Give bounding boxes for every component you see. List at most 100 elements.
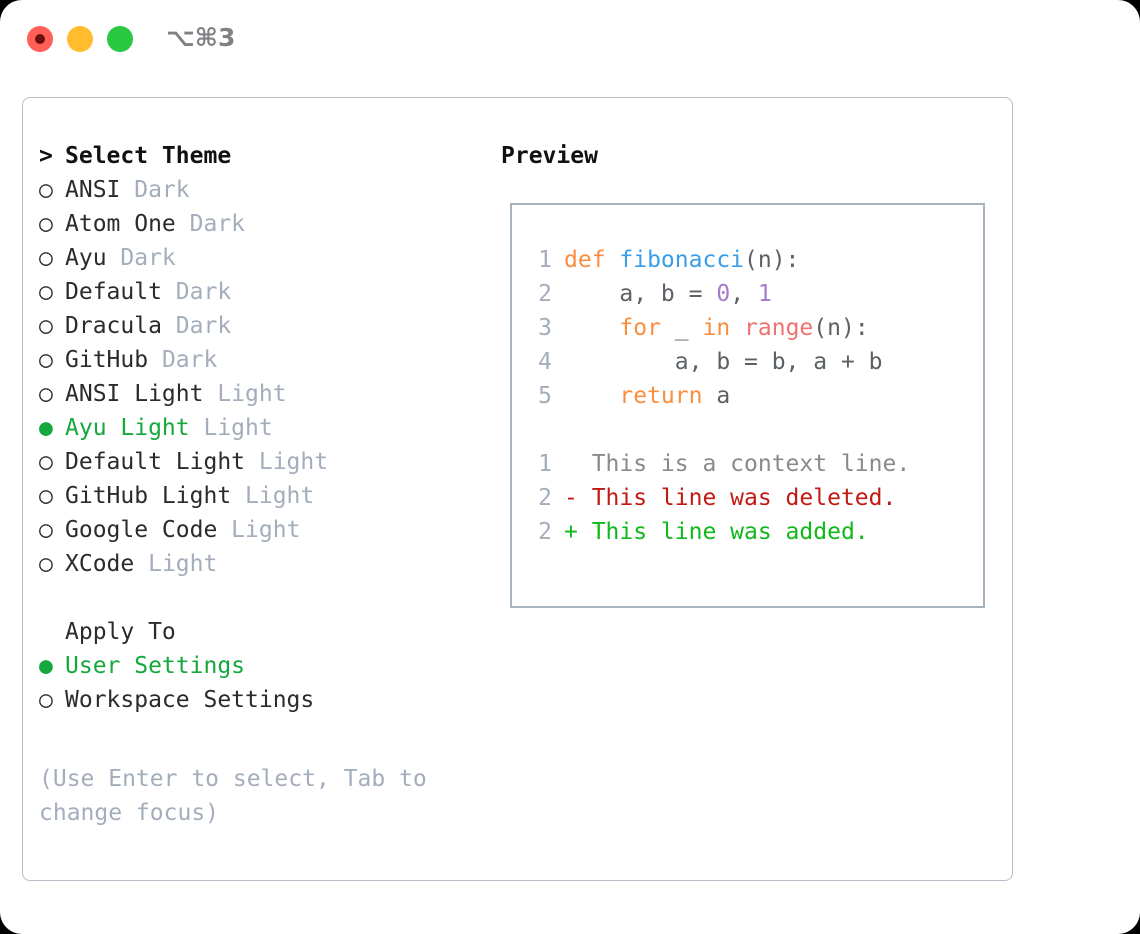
select-theme-heading: > Select Theme	[39, 139, 479, 173]
radio-unselected-icon: ○	[39, 517, 67, 543]
radio-unselected-icon: ○	[39, 551, 67, 577]
code-token: range	[744, 315, 814, 341]
apply-to-heading: Apply To	[39, 615, 479, 649]
diff-line-text: + This line was added.	[564, 519, 869, 545]
apply-to-heading-label: Apply To	[65, 619, 176, 645]
theme-option-ayu[interactable]: ○ Ayu Dark	[39, 241, 479, 275]
line-number: 2	[538, 281, 552, 307]
code-token: a, b = b, a + b	[564, 349, 883, 375]
line-number: 1	[538, 451, 552, 477]
theme-option-label: Default	[65, 279, 162, 305]
theme-option-label: Ayu Light	[65, 415, 190, 441]
theme-option-dracula[interactable]: ○ Dracula Dark	[39, 309, 479, 343]
theme-option-ansi[interactable]: ○ ANSI Dark	[39, 173, 479, 207]
radio-unselected-icon: ○	[39, 245, 67, 271]
theme-variant-label: Dark	[120, 177, 190, 203]
theme-option-google-code[interactable]: ○ Google Code Light	[39, 513, 479, 547]
code-token: _	[660, 315, 703, 341]
cursor-caret-icon: >	[39, 143, 67, 169]
radio-unselected-icon: ○	[39, 279, 67, 305]
theme-option-atom-one[interactable]: ○ Atom One Dark	[39, 207, 479, 241]
theme-option-label: GitHub	[65, 347, 149, 373]
theme-option-label: Google Code	[65, 517, 218, 543]
theme-option-github[interactable]: ○ GitHub Dark	[39, 343, 479, 377]
radio-unselected-icon: ○	[39, 313, 67, 339]
theme-variant-label: Light	[203, 381, 287, 407]
diff-line: 1 This is a context line.	[530, 447, 910, 481]
theme-option-xcode[interactable]: ○ XCode Light	[39, 547, 479, 581]
theme-option-github-light[interactable]: ○ GitHub Light Light	[39, 479, 479, 513]
radio-unselected-icon: ○	[39, 347, 67, 373]
code-token: 0	[716, 281, 731, 307]
apply-to-option-user-settings[interactable]: ● User Settings	[39, 649, 479, 683]
theme-variant-label: Dark	[106, 245, 176, 271]
preview-heading: Preview	[501, 143, 598, 169]
line-number: 3	[538, 315, 552, 341]
theme-variant-label: Light	[245, 449, 329, 475]
theme-option-ansi-light[interactable]: ○ ANSI Light Light	[39, 377, 479, 411]
code-line: 1 def fibonacci(n):	[530, 243, 910, 277]
apply-to-option-label: Workspace Settings	[65, 687, 315, 713]
diff-line-text: This is a context line.	[564, 451, 911, 477]
theme-variant-label: Dark	[148, 347, 218, 373]
code-token: for	[619, 315, 661, 341]
theme-option-label: Ayu	[65, 245, 107, 271]
theme-option-label: Atom One	[65, 211, 176, 237]
apply-to-heading-marker	[39, 615, 65, 649]
theme-option-default-light[interactable]: ○ Default Light Light	[39, 445, 479, 479]
line-number: 2	[538, 519, 552, 545]
apply-to-options: ● User Settings○ Workspace Settings	[39, 649, 479, 717]
theme-option-label: GitHub Light	[65, 483, 232, 509]
theme-variant-label: Dark	[161, 313, 232, 339]
radio-unselected-icon: ○	[39, 211, 67, 237]
maximize-button-icon[interactable]	[107, 26, 133, 52]
code-line: 3 for _ in range(n):	[530, 311, 910, 345]
theme-option-label: ANSI	[65, 177, 121, 203]
radio-unselected-icon: ○	[39, 449, 67, 475]
theme-selector-list: > Select Theme ○ ANSI Dark○ Atom One Dar…	[39, 139, 479, 717]
code-token	[564, 315, 619, 341]
apply-to-option-label: User Settings	[65, 653, 246, 679]
radio-unselected-icon: ○	[39, 381, 67, 407]
code-line: 5 return a	[530, 379, 910, 413]
radio-selected-icon: ●	[39, 415, 67, 441]
line-number: 5	[538, 383, 552, 409]
code-line: 4 a, b = b, a + b	[530, 345, 910, 379]
diff-line-text: - This line was deleted.	[564, 485, 897, 511]
select-theme-heading-label: Select Theme	[65, 143, 232, 169]
code-token: in	[702, 315, 745, 341]
code-token: def	[564, 247, 620, 273]
minimize-button-icon[interactable]	[67, 26, 93, 52]
radio-selected-icon: ●	[39, 653, 67, 679]
diff-line: 2 - This line was deleted.	[530, 481, 910, 515]
code-token: a, b =	[564, 281, 717, 307]
theme-option-label: ANSI Light	[65, 381, 204, 407]
radio-unselected-icon: ○	[39, 177, 67, 203]
window-title: ⌥⌘3	[166, 23, 236, 52]
keyboard-hint-text: (Use Enter to select, Tab to change focu…	[39, 766, 441, 826]
content-panel: > Select Theme ○ ANSI Dark○ Atom One Dar…	[22, 97, 1013, 881]
preview-section-gap	[530, 413, 910, 447]
close-indicator-dot	[35, 34, 45, 44]
code-token: fibonacci	[619, 247, 745, 273]
traffic-light-group	[27, 26, 133, 52]
theme-option-ayu-light[interactable]: ● Ayu Light Light	[39, 411, 479, 445]
line-number: 1	[538, 247, 552, 273]
code-token: (n):	[744, 247, 800, 273]
radio-unselected-icon: ○	[39, 687, 67, 713]
line-number: 2	[538, 485, 552, 511]
apply-to-option-workspace-settings[interactable]: ○ Workspace Settings	[39, 683, 479, 717]
code-token: a	[702, 383, 731, 409]
theme-option-default[interactable]: ○ Default Dark	[39, 275, 479, 309]
close-button-icon[interactable]	[27, 26, 53, 52]
diff-line: 2 + This line was added.	[530, 515, 910, 549]
theme-option-label: Default Light	[65, 449, 246, 475]
code-line: 2 a, b = 0, 1	[530, 277, 910, 311]
theme-variant-label: Dark	[161, 279, 232, 305]
code-token: return	[619, 383, 703, 409]
theme-variant-label: Light	[189, 415, 273, 441]
theme-option-label: XCode	[65, 551, 135, 577]
